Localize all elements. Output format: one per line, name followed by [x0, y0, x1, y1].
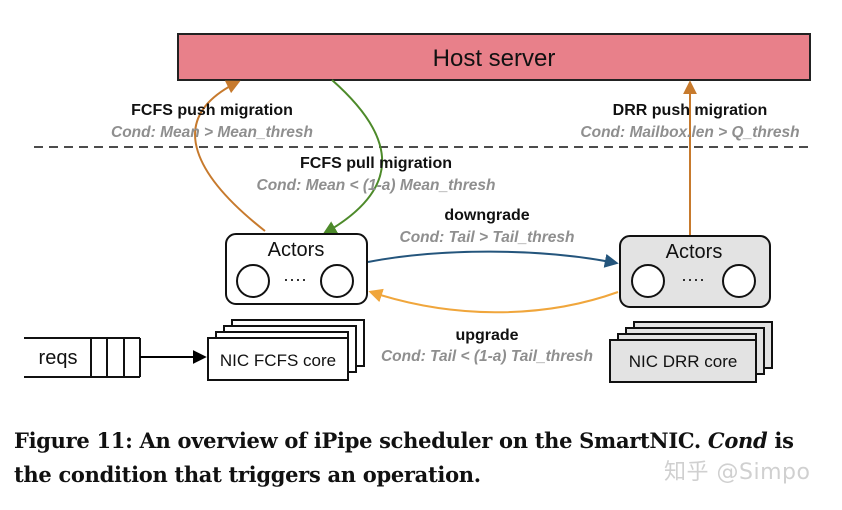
- reqs-label: reqs: [39, 347, 78, 369]
- drr-core-label: NIC DRR core: [629, 352, 738, 371]
- fcfs-push-cond: Cond: Mean > Mean_thresh: [111, 124, 313, 141]
- fcfs-pull-arrow: [322, 79, 384, 235]
- right-actors-label: Actors: [666, 241, 723, 263]
- drr-core-stack: NIC DRR core: [609, 321, 773, 383]
- upgrade-cond: Cond: Tail < (1-a) Tail_thresh: [381, 348, 593, 365]
- fcfs-core-stack: NIC FCFS core: [207, 319, 365, 381]
- right-actor-circle-2: [722, 264, 756, 298]
- left-actors-label: Actors: [268, 239, 325, 261]
- left-actors-dots: ····: [283, 269, 307, 289]
- fcfs-pull-cond: Cond: Mean < (1-a) Mean_thresh: [257, 177, 496, 194]
- host-server-label: Host server: [433, 45, 556, 72]
- upgrade-arrow: [368, 288, 619, 314]
- left-actor-circle-1: [236, 264, 270, 298]
- right-actors-box: Actors ····: [619, 235, 771, 308]
- host-server-box: Host server: [177, 33, 811, 81]
- downgrade-cond: Cond: Tail > Tail_thresh: [400, 229, 575, 246]
- downgrade-label: downgrade: [444, 207, 529, 224]
- fcfs-core-label: NIC FCFS core: [220, 351, 336, 370]
- figure-caption: Figure 11: An overview of iPipe schedule…: [14, 424, 834, 492]
- left-actor-circle-2: [320, 264, 354, 298]
- drr-push-cond: Cond: Mailbox.len > Q_thresh: [580, 124, 799, 141]
- downgrade-arrow: [367, 250, 619, 268]
- fcfs-push-arrow: [194, 80, 266, 232]
- right-actors-dots: ····: [681, 269, 705, 289]
- left-actors-box: Actors ····: [225, 233, 368, 305]
- reqs-queue: reqs: [24, 337, 141, 378]
- right-actor-circle-1: [631, 264, 665, 298]
- fcfs-pull-label: FCFS pull migration: [300, 155, 452, 172]
- caption-suffix: is the condition that triggers an operat…: [14, 428, 794, 487]
- drr-push-label: DRR push migration: [613, 102, 768, 119]
- caption-italic: Cond: [707, 428, 768, 453]
- upgrade-label: upgrade: [455, 327, 518, 344]
- fcfs-push-label: FCFS push migration: [131, 102, 293, 119]
- caption-prefix: Figure 11: An overview of iPipe schedule…: [14, 428, 708, 453]
- watermark: 知乎 @Simpo: [664, 460, 811, 485]
